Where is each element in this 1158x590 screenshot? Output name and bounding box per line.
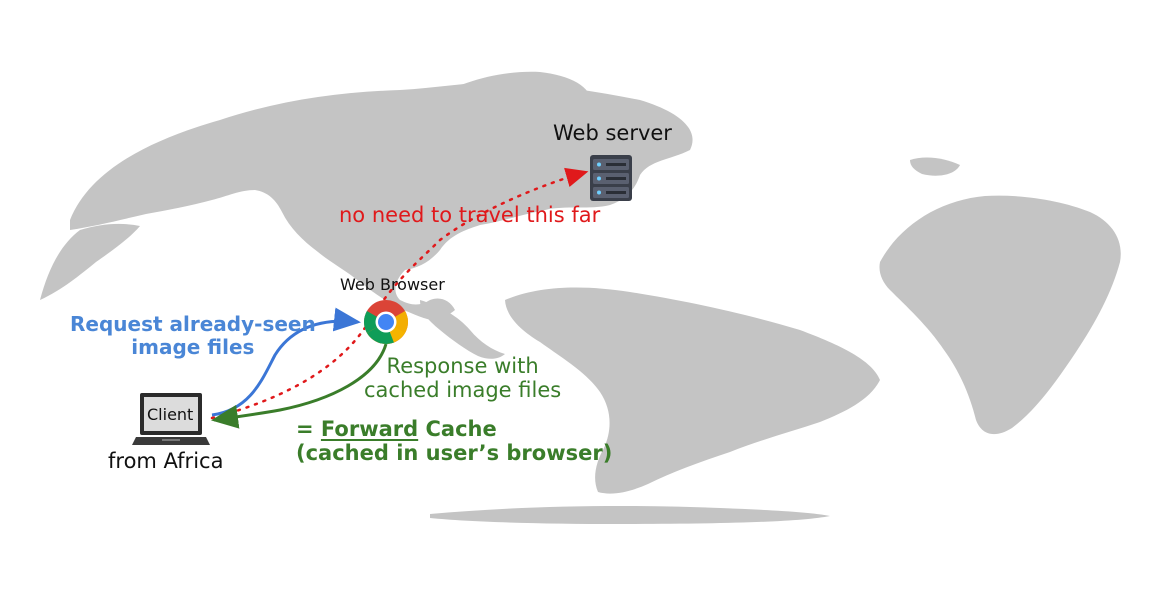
central-america-landmass — [420, 300, 505, 359]
request-label-line2: image files — [131, 335, 255, 359]
request-label: Request already-seen image files — [70, 313, 316, 359]
annotation-suffix: Cache — [418, 417, 497, 441]
response-label-line1: Response with — [386, 354, 539, 378]
response-label-line2: cached image files — [364, 378, 562, 403]
africa-landmass — [879, 195, 1121, 435]
request-arrow — [211, 307, 361, 417]
client-screen-label: Client — [147, 405, 194, 424]
south-america-landmass — [505, 287, 880, 494]
forward-cache-annotation: = Forward Cache (cached in user’s browse… — [296, 417, 612, 465]
forward-cache-line1: = Forward Cache — [296, 417, 612, 441]
web-browser-label: Web Browser — [340, 275, 445, 294]
greenland-landmass — [430, 71, 592, 149]
annotation-emphasis: Forward — [320, 417, 419, 441]
alaska-landmass — [40, 223, 140, 300]
island-landmass — [910, 157, 960, 176]
no-need-travel-label: no need to travel this far — [339, 203, 601, 227]
request-label-line1: Request already-seen — [70, 312, 316, 336]
world-map — [40, 71, 1121, 524]
travel-far-dotted-line — [210, 167, 589, 420]
antarctica-landmass — [430, 506, 830, 524]
server-icon — [590, 155, 632, 201]
annotation-prefix: = — [296, 417, 321, 441]
chrome-browser-icon — [364, 300, 408, 345]
forward-cache-line2: (cached in user’s browser) — [296, 441, 613, 466]
response-label: Response with cached image files — [364, 354, 561, 402]
laptop-icon — [132, 393, 210, 445]
web-server-label: Web server — [553, 121, 672, 145]
client-label: from Africa — [108, 449, 224, 473]
response-arrow — [211, 343, 388, 429]
